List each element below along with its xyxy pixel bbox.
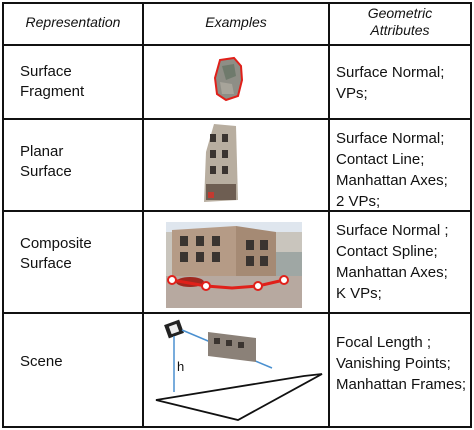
- header-representation: Representation: [25, 14, 121, 30]
- attribute-text: 2 VPs;: [336, 193, 381, 210]
- label-line: Surface: [20, 163, 72, 180]
- label-line: Surface: [20, 63, 72, 80]
- attribute-text: Surface Normal;: [336, 130, 445, 147]
- table-border-right: [470, 2, 472, 428]
- header-attr-line1: Geometric: [367, 5, 433, 21]
- surface-fragment-image: [213, 56, 244, 102]
- attribute-text: VPs;: [336, 85, 368, 102]
- attribute-text: Manhattan Axes;: [336, 172, 448, 189]
- header-examples: Examples: [205, 14, 267, 30]
- attributes-surface-fragment: Surface Normal; VPs;: [336, 62, 444, 104]
- label-line: Surface: [20, 255, 72, 272]
- attribute-text: Focal Length ;: [336, 334, 432, 351]
- row-divider: [2, 210, 472, 212]
- label-line: Fragment: [20, 83, 85, 100]
- height-label: h: [177, 359, 185, 374]
- row-label-planar-surface: Planar Surface: [20, 142, 72, 182]
- planar-surface-image: [204, 124, 238, 202]
- attribute-text: Contact Spline;: [336, 243, 438, 260]
- row-divider: [2, 312, 472, 314]
- scene-diagram: [155, 319, 323, 421]
- table-border-top: [2, 2, 472, 4]
- attribute-text: Manhattan Axes;: [336, 264, 448, 281]
- table-border-bottom: [2, 426, 472, 428]
- header-divider: [2, 44, 472, 46]
- attributes-composite-surface: Surface Normal ; Contact Spline; Manhatt…: [336, 220, 449, 304]
- header-attr-line2: Attributes: [370, 22, 430, 38]
- attribute-text: K VPs;: [336, 285, 382, 302]
- composite-surface-image: [166, 222, 302, 308]
- attributes-planar-surface: Surface Normal; Contact Line; Manhattan …: [336, 128, 448, 212]
- column-divider: [142, 2, 144, 428]
- table-border-left: [2, 2, 4, 428]
- label-line: Planar: [20, 143, 64, 160]
- camera-icon: [164, 319, 184, 339]
- attribute-text: Manhattan Frames;: [336, 376, 467, 393]
- label-line: Composite: [20, 235, 92, 252]
- attributes-scene: Focal Length ; Vanishing Points; Manhatt…: [336, 332, 466, 395]
- row-label-surface-fragment: Surface Fragment: [20, 62, 84, 102]
- attribute-text: Vanishing Points;: [336, 355, 451, 372]
- row-divider: [2, 118, 472, 120]
- attribute-text: Contact Line;: [336, 151, 425, 168]
- label-line: Scene: [20, 353, 63, 370]
- column-divider: [328, 2, 330, 428]
- row-label-composite-surface: Composite Surface: [20, 234, 92, 274]
- attribute-text: Surface Normal ;: [336, 222, 449, 239]
- attribute-text: Surface Normal;: [336, 64, 445, 81]
- header-geometric-attributes: Geometric Attributes: [330, 5, 470, 39]
- row-label-scene: Scene: [20, 352, 63, 372]
